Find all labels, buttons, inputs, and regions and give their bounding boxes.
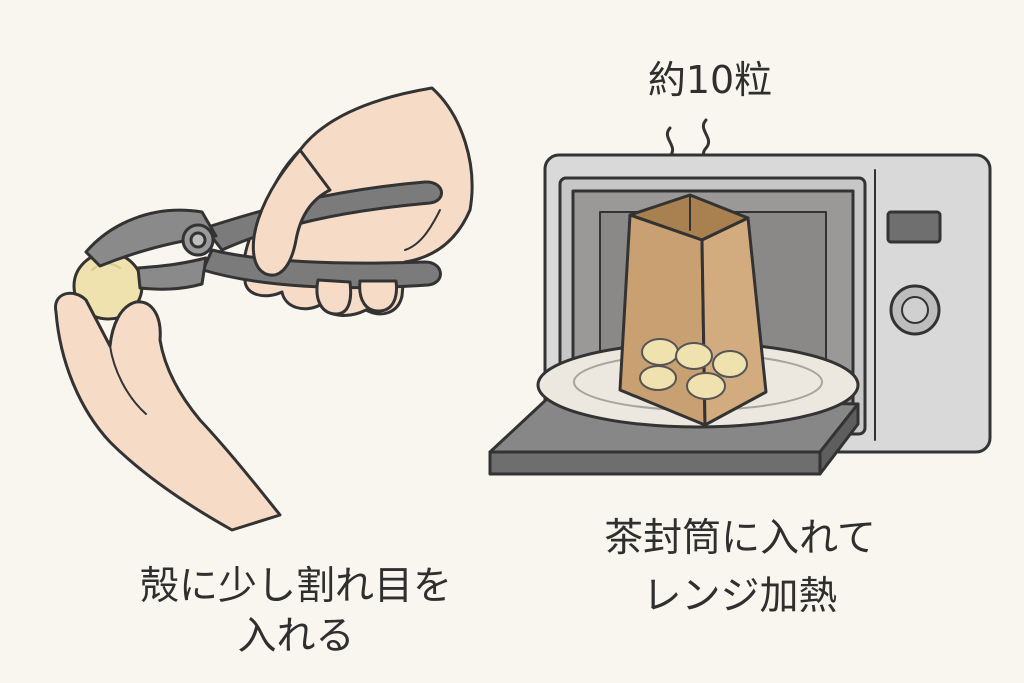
step-2-caption-line: レンジ加熱	[642, 574, 838, 619]
step-1-caption-line: 入れる	[237, 614, 355, 659]
quantity-label: 約10粒	[647, 58, 773, 102]
door-side-edge	[818, 402, 860, 476]
nut-icon	[641, 338, 679, 366]
nut-group-icon	[639, 338, 748, 400]
door-front-edge	[488, 450, 822, 476]
pliers-upper-jaw	[84, 208, 218, 268]
finger-crease	[404, 209, 441, 251]
nut-icon	[712, 350, 748, 378]
microwave-knob-center	[901, 296, 929, 324]
step-1-caption-line: 殻に少し割れ目を	[139, 564, 453, 609]
pliers-lower-jaw	[136, 256, 208, 291]
holding-hand-icon	[54, 291, 282, 532]
paper-envelope-icon	[618, 193, 768, 427]
pliers-pivot-bolt	[189, 231, 207, 249]
step-2-caption: 茶封筒に入れて レンジ加熱	[604, 510, 876, 626]
nut-icon	[686, 372, 726, 400]
nut-icon	[639, 365, 677, 391]
nut-icon	[675, 342, 713, 370]
step-1-caption: 殻に少し割れ目を 入れる	[140, 562, 452, 662]
microwave-display	[886, 210, 942, 244]
thumb-icon	[251, 148, 332, 277]
step-2-illustration	[488, 118, 992, 476]
fingertips-icon	[315, 278, 353, 316]
fingertips-icon	[358, 279, 398, 313]
step-2-caption-line: 茶封筒に入れて	[604, 516, 876, 561]
hand-crease	[109, 345, 147, 415]
step-1-illustration	[54, 86, 474, 532]
